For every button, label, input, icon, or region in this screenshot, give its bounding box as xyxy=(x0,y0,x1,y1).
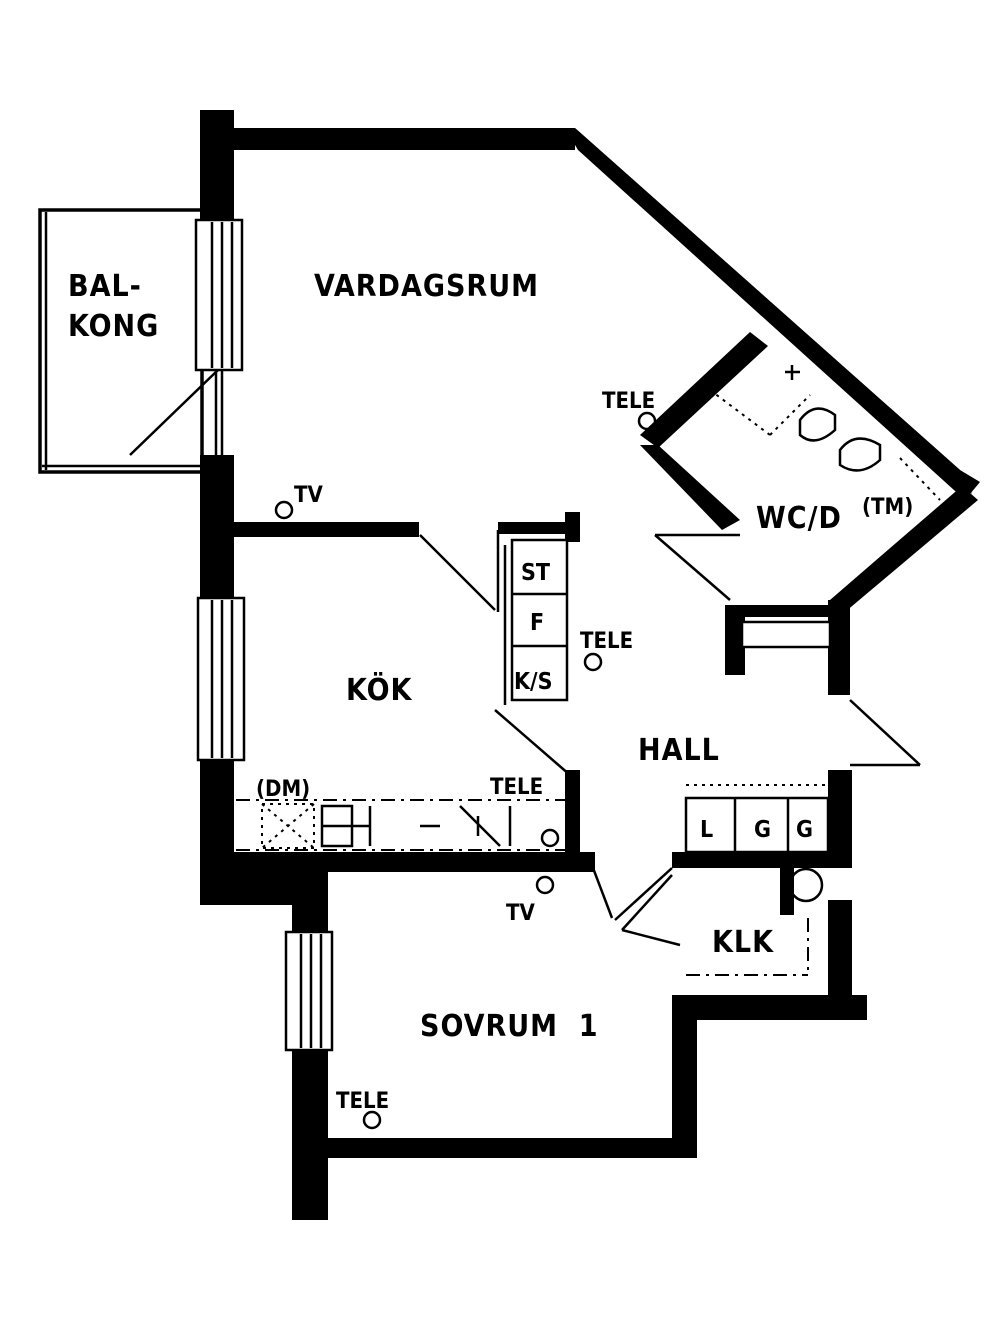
closet-g1-label: G xyxy=(754,817,771,843)
fridge-label: F xyxy=(530,610,544,636)
balcony-label-2: KONG xyxy=(68,309,159,344)
closet-g2-label: G xyxy=(796,817,813,843)
klk-fixtures xyxy=(686,867,824,976)
freezer-label: K/S xyxy=(514,669,553,695)
wc-label: WC/D xyxy=(756,501,842,536)
windows xyxy=(194,218,832,1052)
tele-outlet-kitchen xyxy=(540,828,560,848)
tele-label-bedroom: TELE xyxy=(336,1089,389,1114)
tele-outlet-living xyxy=(637,411,657,431)
tm-label: (TM) xyxy=(862,495,913,520)
stove-label: ST xyxy=(521,560,550,586)
bedroom-label: SOVRUM 1 xyxy=(420,1009,599,1044)
dm-label: (DM) xyxy=(256,777,310,802)
tele-label-living: TELE xyxy=(602,389,655,414)
outlets xyxy=(274,411,657,1130)
tv-outlet-living xyxy=(274,500,294,520)
klk-label: KLK xyxy=(712,925,774,960)
wc-fixtures xyxy=(709,365,941,501)
tele-outlet-bedroom xyxy=(362,1110,382,1130)
hall-label: HALL xyxy=(638,733,720,768)
walls xyxy=(200,110,980,1220)
hall-closets xyxy=(684,784,830,854)
tv-label-bedroom: TV xyxy=(506,901,536,926)
kitchen-counter xyxy=(236,799,565,851)
kitchen-label: KÖK xyxy=(346,671,413,708)
appliance-column xyxy=(503,538,569,705)
doors xyxy=(419,530,921,947)
tv-outlet-bedroom xyxy=(535,875,555,895)
tele-label-hall: TELE xyxy=(580,629,633,654)
living-room-label: VARDAGSRUM xyxy=(314,269,539,304)
closet-l-label: L xyxy=(700,817,713,843)
tv-label-living: TV xyxy=(294,483,324,508)
balcony-label-1: BAL- xyxy=(68,269,142,304)
tele-label-kitchen: TELE xyxy=(490,775,543,800)
tele-outlet-hall xyxy=(583,652,603,672)
